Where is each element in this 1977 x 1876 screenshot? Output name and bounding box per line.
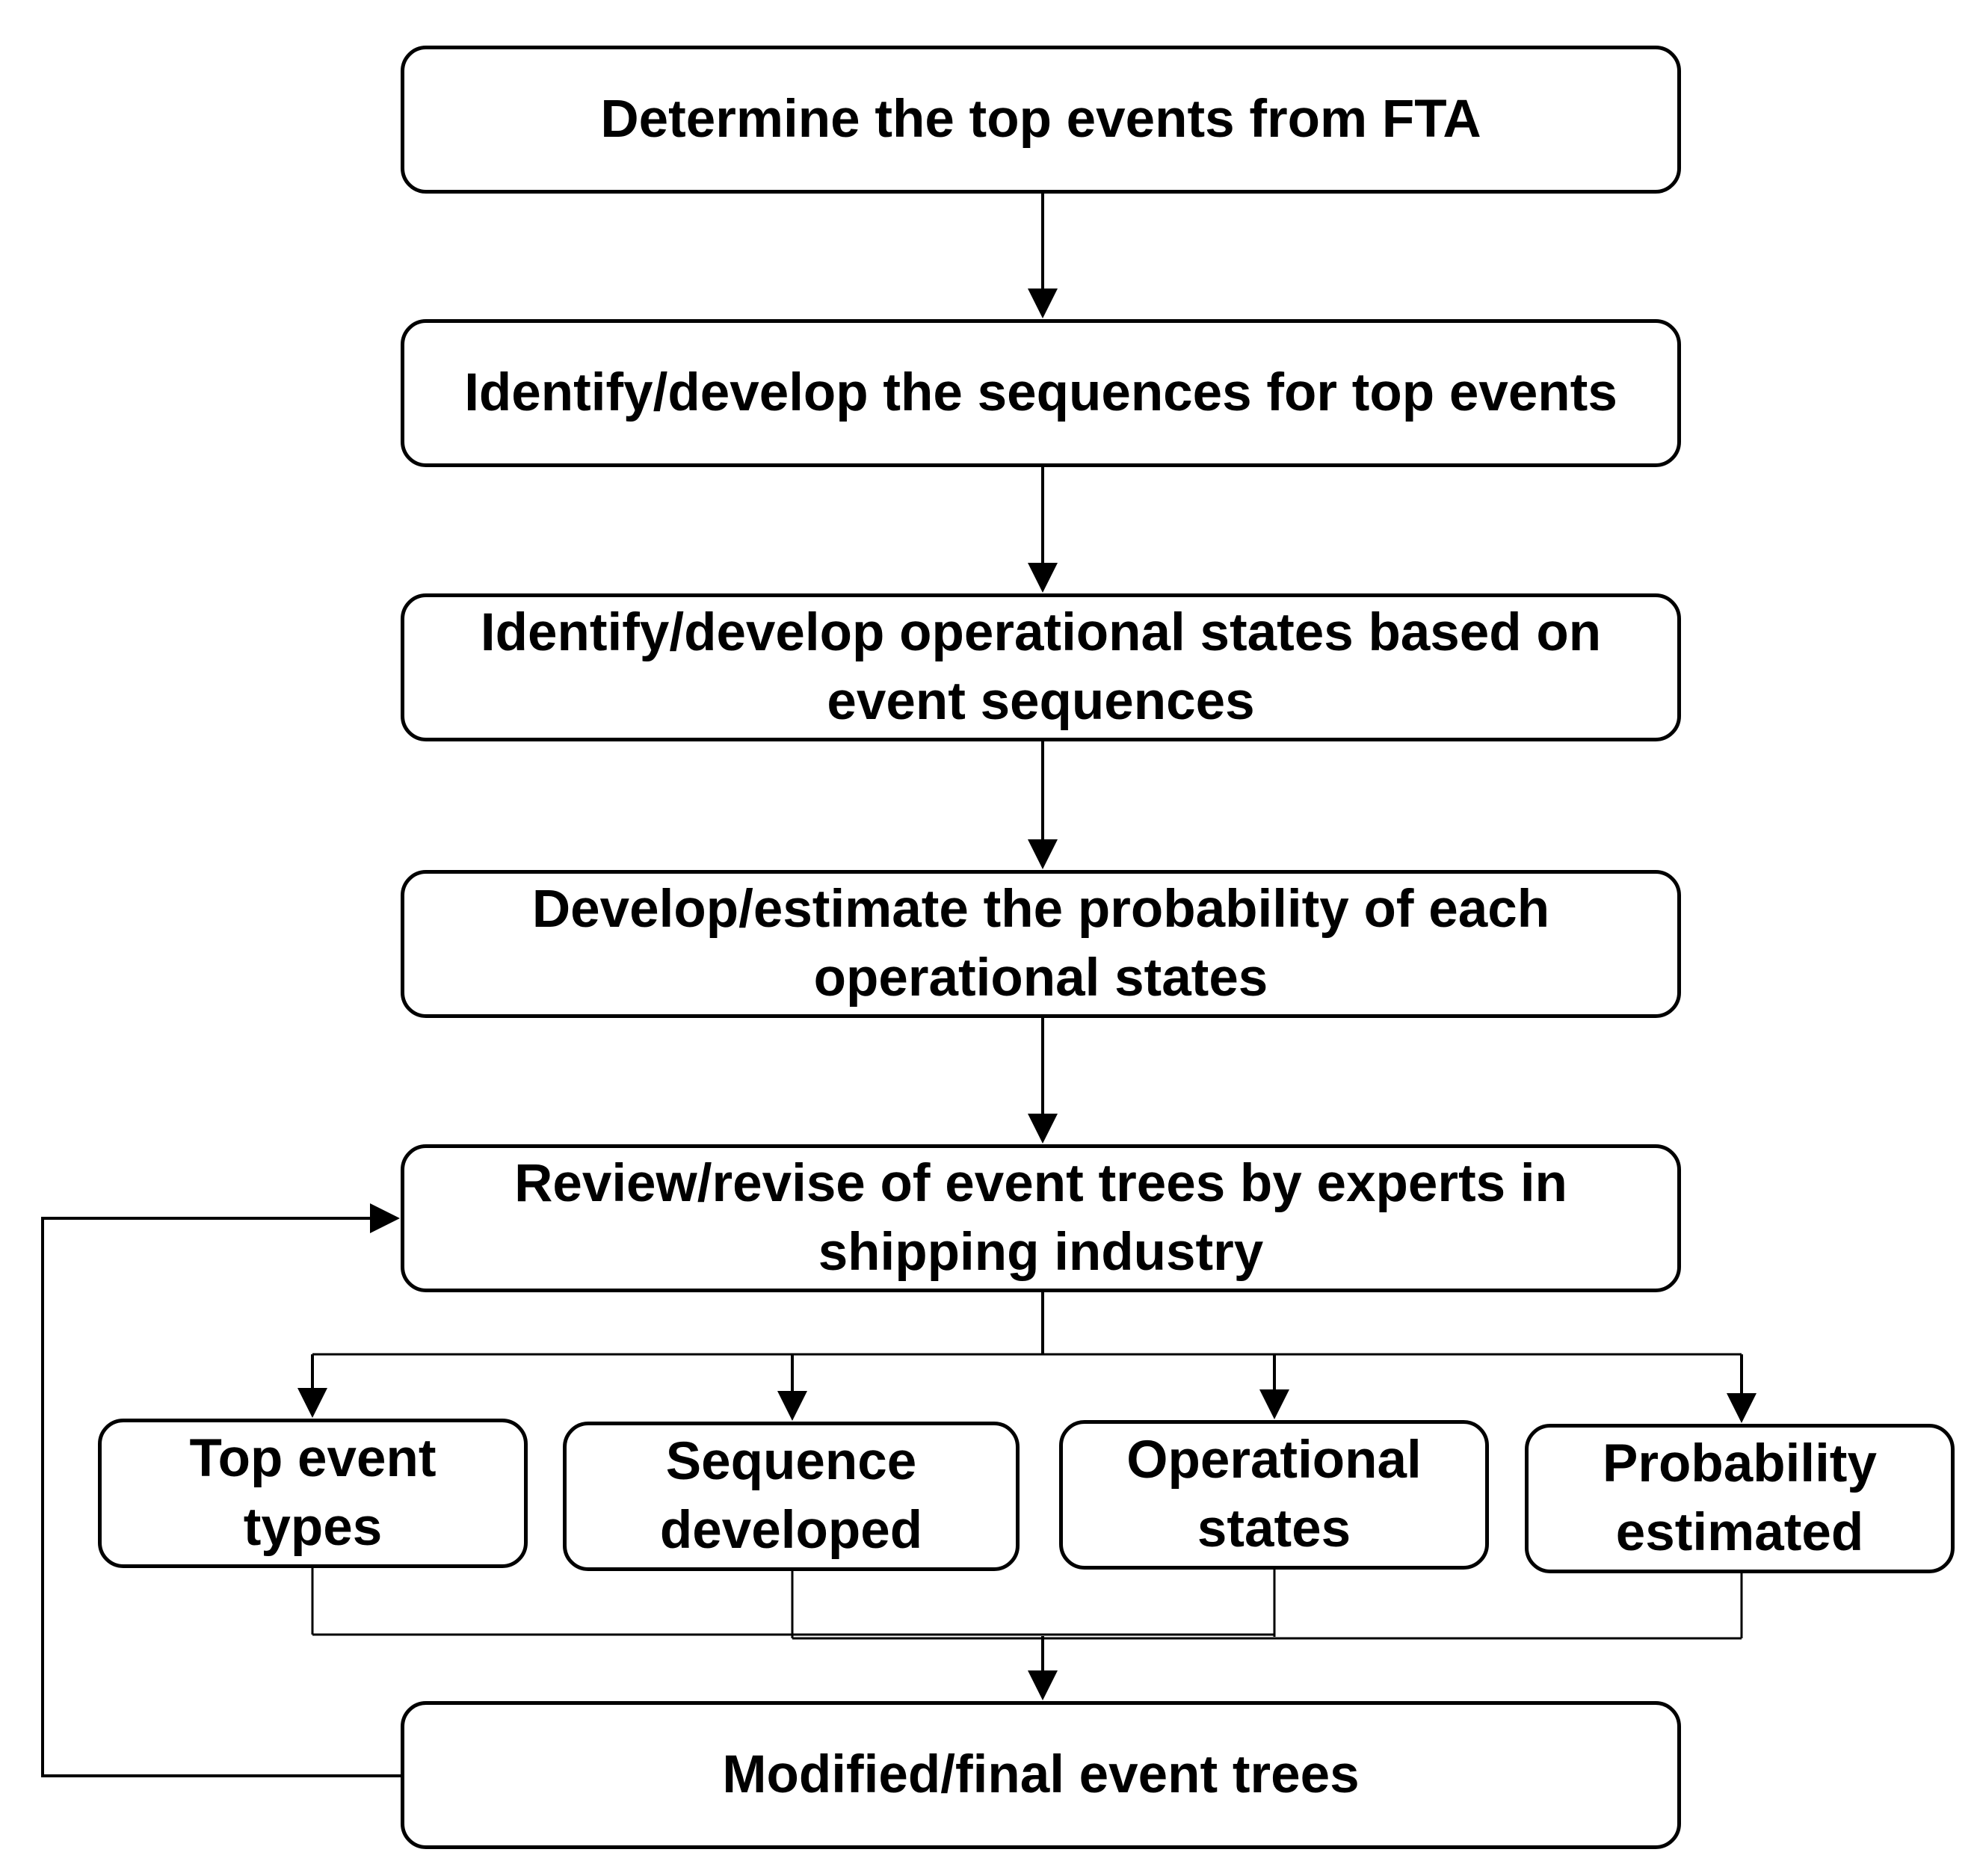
step-determine-top-events: Determine the top events from FTA [401, 46, 1681, 194]
output-top-event-types: Top event types [98, 1419, 528, 1568]
output-label: Sequence developed [659, 1431, 923, 1560]
output-operational-states: Operational states [1059, 1420, 1489, 1570]
step-identify-sequences: Identify/develop the sequences for top e… [401, 319, 1681, 467]
output-label: Top event types [189, 1428, 437, 1557]
step-expert-review: Review/revise of event trees by experts … [401, 1144, 1681, 1292]
step-label: Develop/estimate the probability of each… [531, 879, 1550, 1008]
step-estimate-probability: Develop/estimate the probability of each… [401, 870, 1681, 1018]
feedback-loop [41, 1203, 408, 1777]
step-label: Review/revise of event trees by experts … [514, 1153, 1567, 1282]
step-label: Identify/develop the sequences for top e… [464, 362, 1617, 422]
step-identify-operational-states: Identify/develop operational states base… [401, 593, 1681, 741]
step-label: Modified/final event trees [722, 1744, 1360, 1804]
step-label: Determine the top events from FTA [600, 89, 1481, 149]
output-probability-estimated: Probability estimated [1525, 1424, 1955, 1573]
step-label: Identify/develop operational states base… [480, 602, 1602, 731]
output-sequence-developed: Sequence developed [563, 1422, 1020, 1571]
output-label: Operational states [1126, 1430, 1422, 1558]
step-final-event-trees: Modified/final event trees [401, 1701, 1681, 1849]
output-label: Probability estimated [1603, 1434, 1877, 1562]
